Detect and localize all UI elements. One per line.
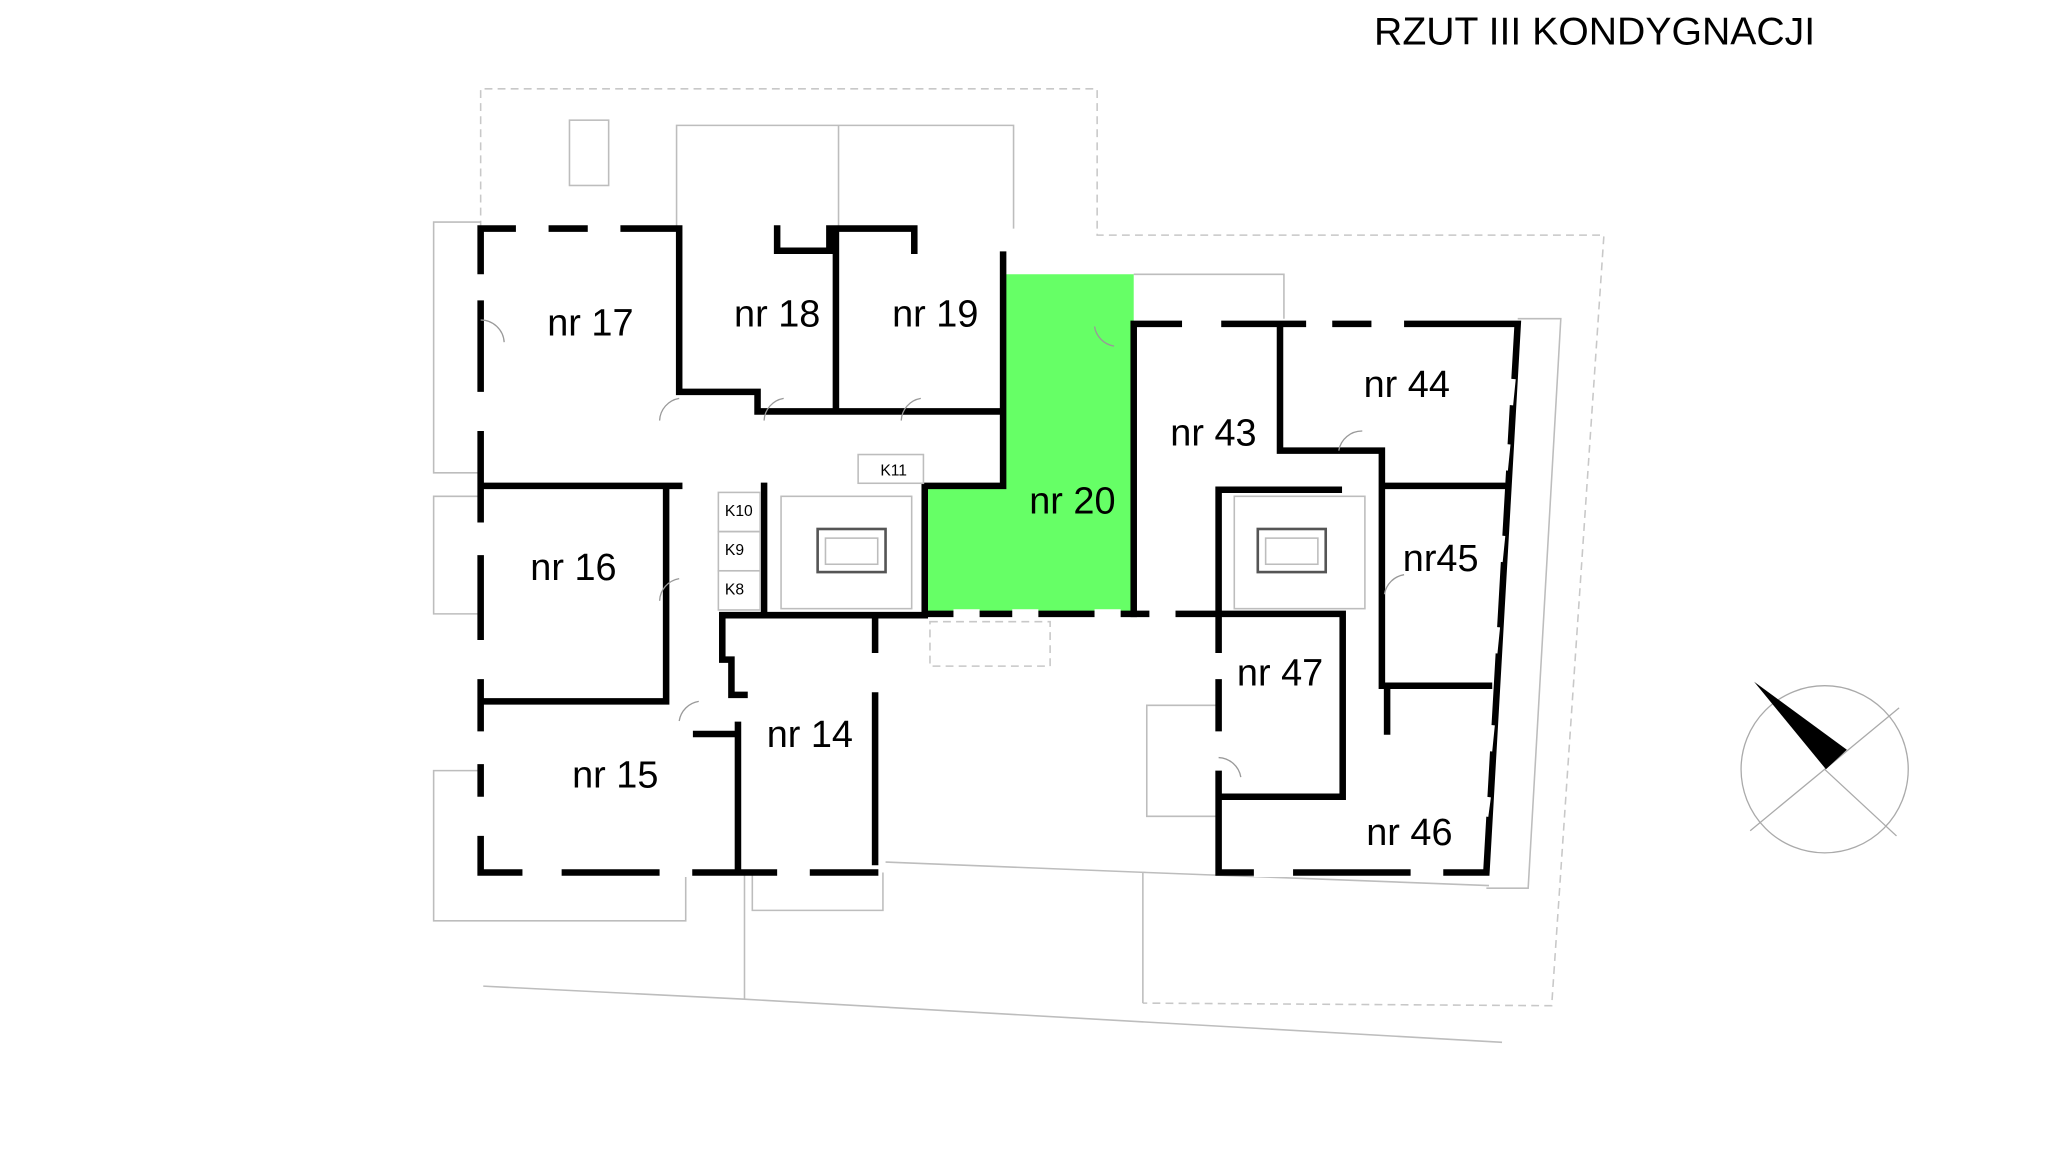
room-43[interactable]: nr 43 [1170,412,1256,454]
windows [476,223,1516,878]
storage-units: K11 K10 K9 K8 [717,453,925,611]
room-15[interactable]: nr 15 [572,755,658,797]
room-47[interactable]: nr 47 [1237,653,1323,695]
room-20[interactable]: nr 20 [1029,480,1115,522]
storage-k8[interactable]: K8 [725,581,744,598]
staircase-left [780,495,913,610]
room-46[interactable]: nr 46 [1366,812,1452,854]
staircase-right [1233,495,1366,610]
room-44[interactable]: nr 44 [1364,364,1450,406]
doors [480,319,1405,778]
room-17[interactable]: nr 17 [547,303,633,345]
storage-k10[interactable]: K10 [725,503,753,520]
storage-k11[interactable]: K11 [880,462,907,479]
site-outline [432,88,1605,1044]
room-19[interactable]: nr 19 [892,294,978,336]
room-45[interactable]: nr45 [1403,538,1479,580]
plan-title: RZUT III KONDYGNACJI [1374,10,1815,53]
walls [476,223,1522,878]
room-labels: nr 17 nr 18 nr 19 nr 16 nr 15 nr 14 nr 2… [530,294,1478,855]
room-16[interactable]: nr 16 [530,547,616,589]
room-18[interactable]: nr 18 [734,294,820,336]
unit-20-highlight[interactable] [924,274,1134,614]
storage-k9[interactable]: K9 [725,542,744,559]
room-14[interactable]: nr 14 [767,714,853,756]
north-arrow-icon [1740,681,1909,854]
